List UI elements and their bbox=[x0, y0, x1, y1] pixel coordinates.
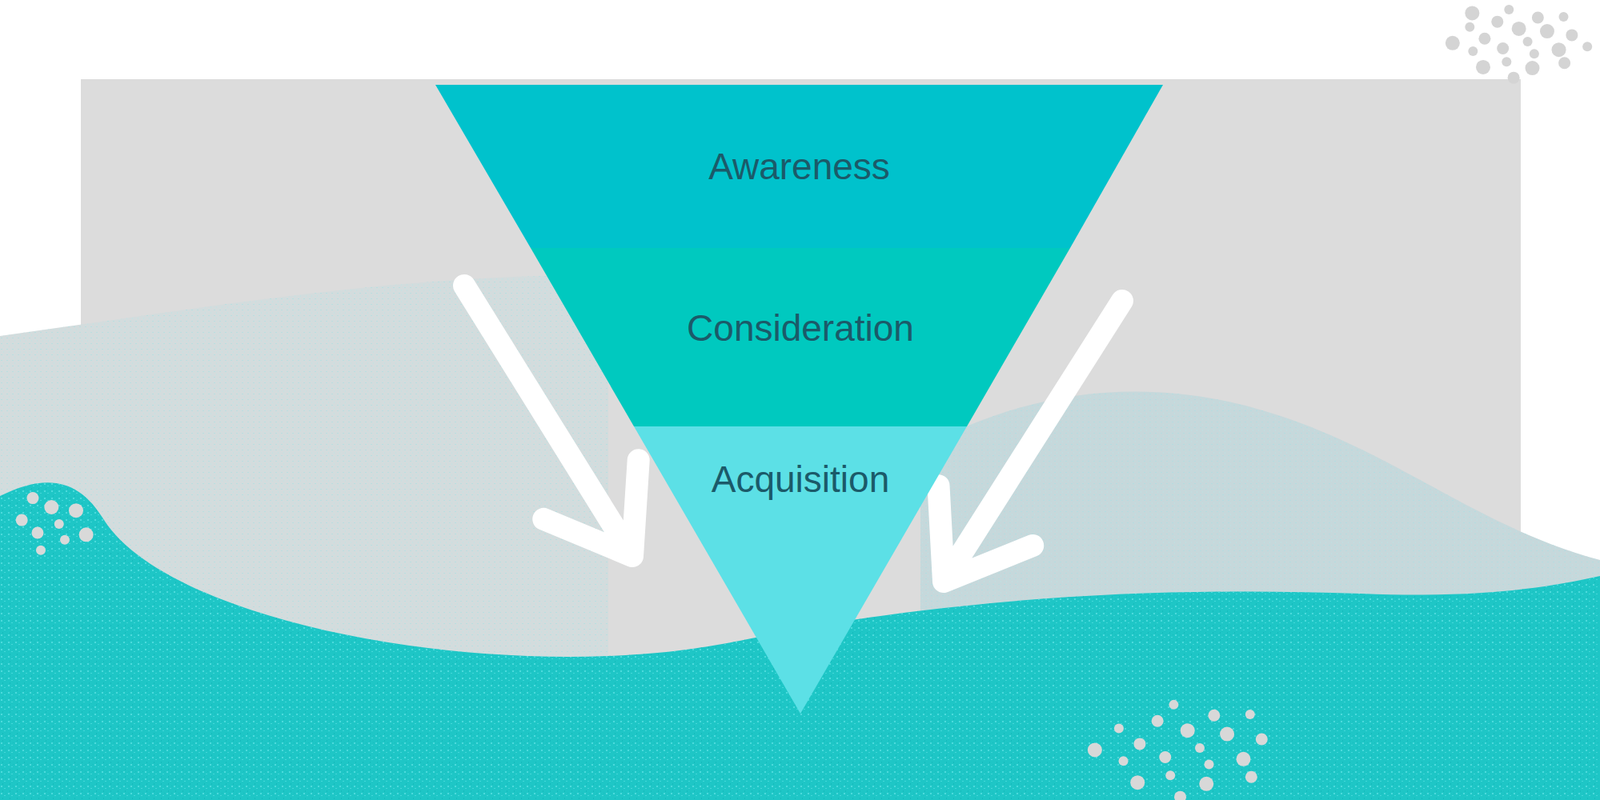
dot bbox=[1245, 709, 1256, 720]
dot bbox=[1204, 760, 1215, 770]
dot bbox=[1151, 715, 1164, 728]
dot bbox=[79, 527, 94, 542]
dot bbox=[1529, 48, 1540, 59]
dot bbox=[1503, 4, 1514, 15]
dot bbox=[1565, 28, 1578, 41]
dot bbox=[44, 500, 59, 515]
dot bbox=[1524, 60, 1540, 76]
dot bbox=[1511, 21, 1527, 37]
dot bbox=[1133, 737, 1146, 750]
dot bbox=[1158, 751, 1171, 764]
dot bbox=[1255, 733, 1268, 746]
dot bbox=[1180, 723, 1195, 738]
band-fill bbox=[435, 84, 1163, 249]
dot bbox=[1445, 36, 1460, 51]
dot bbox=[31, 527, 44, 540]
dot bbox=[1467, 46, 1478, 57]
dot bbox=[1198, 777, 1214, 792]
dot bbox=[1551, 42, 1567, 57]
dot bbox=[1118, 756, 1129, 766]
dot bbox=[1194, 743, 1205, 754]
funnel-band: Consideration bbox=[530, 248, 1071, 427]
dot bbox=[1475, 60, 1491, 75]
dot bbox=[1539, 24, 1555, 39]
dot bbox=[1130, 775, 1145, 790]
dot bbox=[1219, 727, 1235, 742]
dot bbox=[1491, 16, 1504, 29]
funnel-band: Awareness bbox=[435, 84, 1163, 249]
band-fill bbox=[633, 426, 967, 714]
dot bbox=[1523, 36, 1533, 47]
dot bbox=[1087, 742, 1103, 758]
dot bbox=[1531, 11, 1544, 24]
dot bbox=[1501, 56, 1512, 67]
dot bbox=[1114, 723, 1124, 734]
stage-label: Consideration bbox=[530, 307, 1071, 350]
dot bbox=[1245, 771, 1258, 784]
stage-label: Acquisition bbox=[633, 458, 967, 502]
dot bbox=[1558, 12, 1568, 22]
dot bbox=[1582, 41, 1592, 52]
dot bbox=[60, 535, 70, 546]
dot bbox=[1507, 72, 1520, 85]
dot bbox=[54, 519, 65, 530]
dot bbox=[1207, 709, 1220, 722]
band-fill bbox=[530, 248, 1071, 427]
dot bbox=[1165, 770, 1175, 781]
dot-clusters bbox=[16, 4, 1592, 800]
funnel-band: Acquisition bbox=[633, 426, 967, 714]
dot bbox=[1478, 32, 1491, 45]
dot bbox=[1174, 791, 1187, 800]
dot bbox=[1558, 56, 1571, 69]
dot bbox=[1235, 752, 1251, 767]
dot bbox=[36, 545, 46, 556]
dot bbox=[1496, 42, 1509, 55]
dot bbox=[1464, 22, 1475, 33]
dot bbox=[26, 492, 39, 505]
dot bbox=[1464, 5, 1480, 21]
stage-label: Awareness bbox=[435, 145, 1163, 189]
dot bbox=[16, 514, 29, 527]
dot bbox=[68, 503, 84, 518]
dot bbox=[1168, 700, 1179, 710]
